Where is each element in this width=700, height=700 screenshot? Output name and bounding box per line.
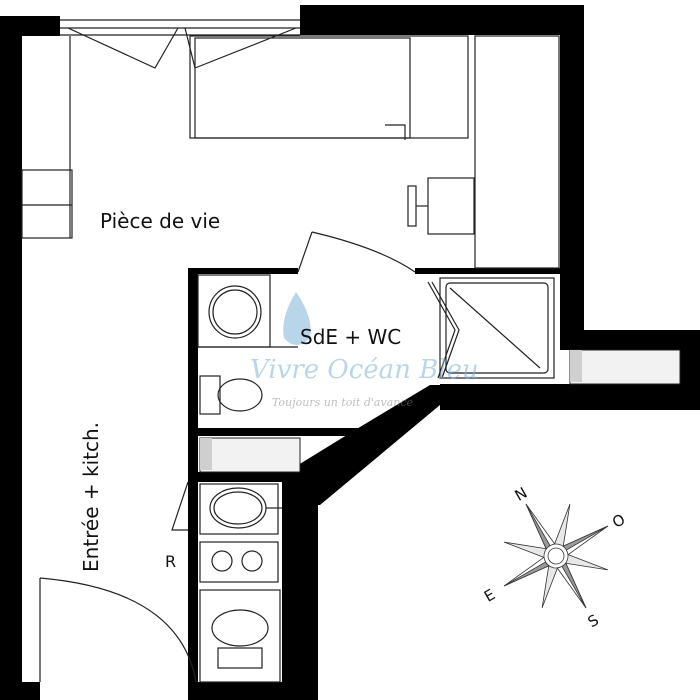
compass-south: S — [585, 611, 602, 631]
wall-bottom-mid — [198, 682, 288, 700]
watermark-title: Vivre Océan Bleu — [250, 355, 479, 385]
wall-left — [0, 16, 22, 700]
desk — [407, 177, 475, 235]
wall-right-notch-bottom — [440, 384, 700, 410]
wall-bottom-left — [0, 682, 40, 700]
wall-kitchen-top — [188, 472, 288, 482]
wall-bath-mid — [188, 428, 358, 436]
walls — [0, 5, 700, 700]
wardrobe — [474, 35, 560, 269]
kitchen-fixtures — [171, 481, 282, 683]
watermark-subtitle: Toujours un toit d'avance — [272, 396, 413, 409]
shelves-left — [21, 36, 73, 239]
window-top — [60, 19, 300, 69]
compass-rose: N S E O — [481, 484, 628, 632]
wall-bath-top-right — [415, 268, 560, 274]
watermark: Vivre Océan Bleu Toujours un toit d'avan… — [250, 292, 479, 409]
entrance-door — [39, 577, 197, 683]
compass-west: O — [609, 510, 628, 531]
wall-bath-top — [188, 268, 298, 274]
wall-top-left — [0, 16, 60, 36]
room-label-living: Pièce de vie — [100, 209, 220, 233]
wall-right-notch-top — [560, 330, 700, 350]
room-label-entrance: Entrée + kitch. — [79, 422, 103, 572]
room-label-bathroom: SdE + WC — [300, 325, 401, 349]
wall-diagonal — [290, 385, 470, 505]
wall-top-right — [300, 5, 584, 35]
storage-niche — [199, 349, 681, 473]
wall-right-upper — [560, 5, 584, 340]
wall-right-notch-end — [680, 330, 700, 410]
bed — [189, 35, 469, 140]
wall-kitchen-left — [188, 472, 198, 700]
bathroom-door — [297, 231, 416, 273]
compass-north: N — [512, 484, 531, 505]
compass-east: E — [481, 585, 498, 605]
wall-bath-left — [188, 268, 198, 480]
bathroom-fixtures — [197, 274, 555, 415]
wall-center-lower — [282, 470, 318, 700]
water-drop-icon — [283, 292, 311, 345]
fridge-label: R — [165, 552, 176, 571]
